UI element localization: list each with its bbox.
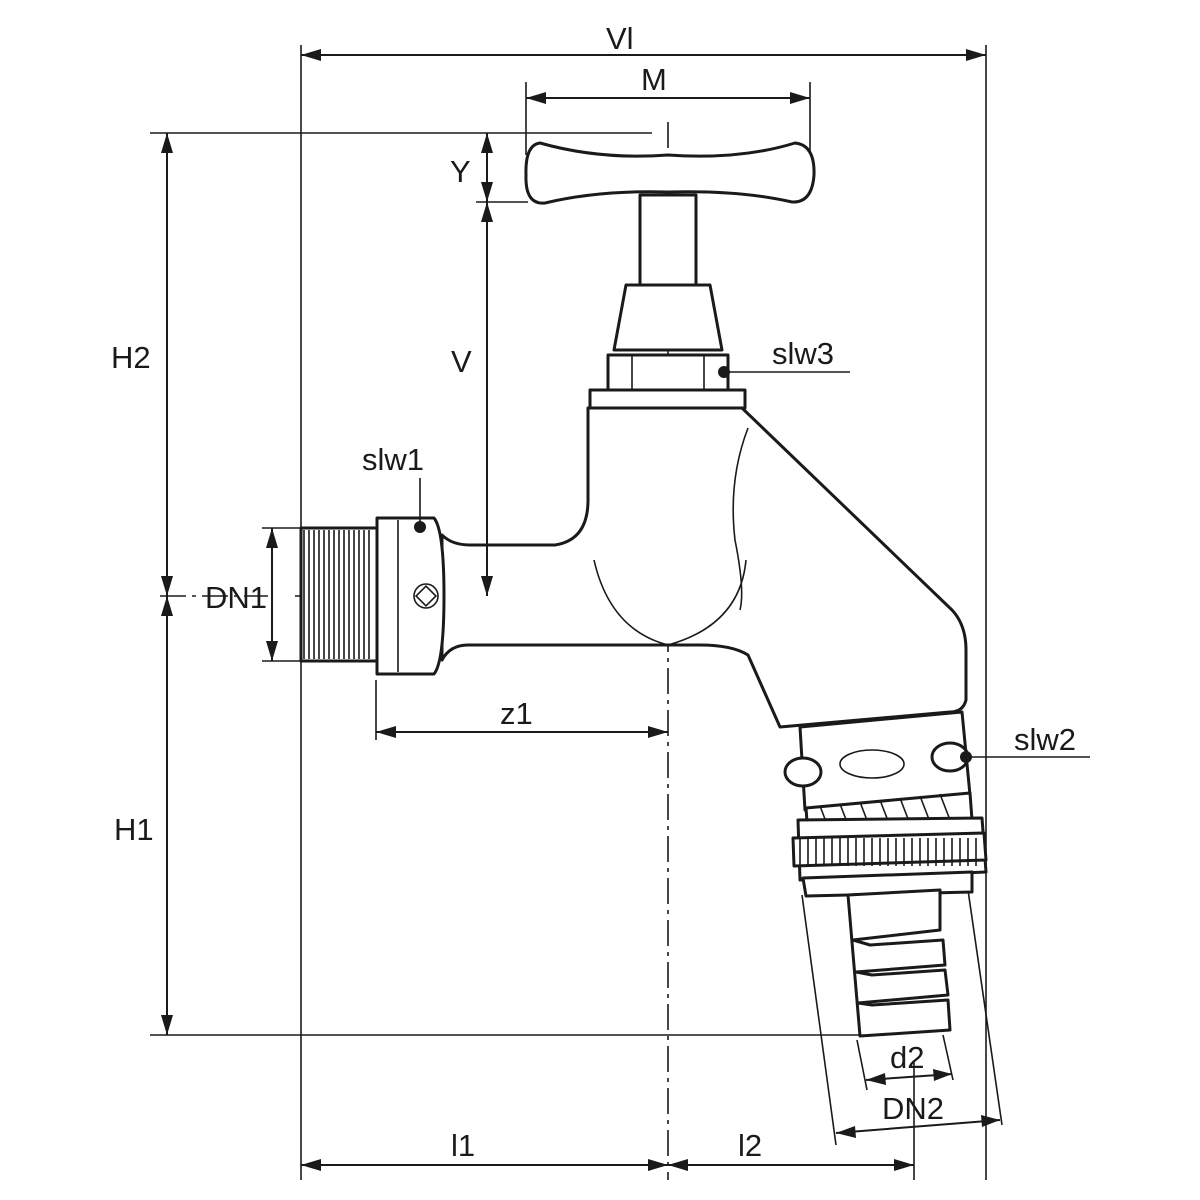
leader-lines: [414, 366, 1090, 763]
label-h2: H2: [111, 340, 151, 375]
slw2-marker: [960, 751, 972, 763]
dimension-lines: [161, 49, 1001, 1171]
label-l1: l1: [451, 1128, 475, 1163]
label-h1: H1: [114, 812, 154, 847]
label-slw3: slw3: [772, 336, 834, 371]
label-vl: Vl: [606, 21, 634, 56]
label-d2: d2: [890, 1040, 924, 1075]
bowl-contour: [593, 559, 747, 646]
hose-tail: [846, 888, 952, 1038]
label-slw1: slw1: [362, 442, 424, 477]
extension-lines: [150, 45, 1003, 1180]
inlet-thread-hatch: [303, 530, 370, 659]
logo-emblem-icon: [413, 583, 439, 609]
bowl-side: [732, 427, 749, 611]
faucet-body: [299, 141, 988, 1038]
label-l2: l2: [738, 1128, 762, 1163]
bonnet-hex: [606, 353, 730, 392]
label-y: Y: [450, 154, 471, 189]
label-slw2: slw2: [1014, 722, 1076, 757]
knurled-band: [791, 831, 988, 868]
stem: [638, 193, 698, 287]
label-dn1: DN1: [205, 580, 267, 615]
label-z1: z1: [500, 696, 533, 731]
outlet-nut-window: [839, 749, 905, 779]
outlet-body: [440, 406, 968, 729]
bonnet-cap: [612, 283, 724, 352]
inlet-hex: [375, 516, 446, 676]
label-dn2: DN2: [882, 1091, 944, 1126]
t-handle: [524, 141, 816, 205]
dimension-labels: Vl M Y V H2 H1 DN1 z1 l1 l2 d2 DN2 slw1 …: [111, 21, 1076, 1163]
label-v: V: [451, 344, 472, 379]
label-m: M: [641, 62, 667, 97]
slw3-marker: [718, 366, 730, 378]
valve-housing: [588, 388, 747, 410]
slw1-marker: [414, 521, 426, 533]
